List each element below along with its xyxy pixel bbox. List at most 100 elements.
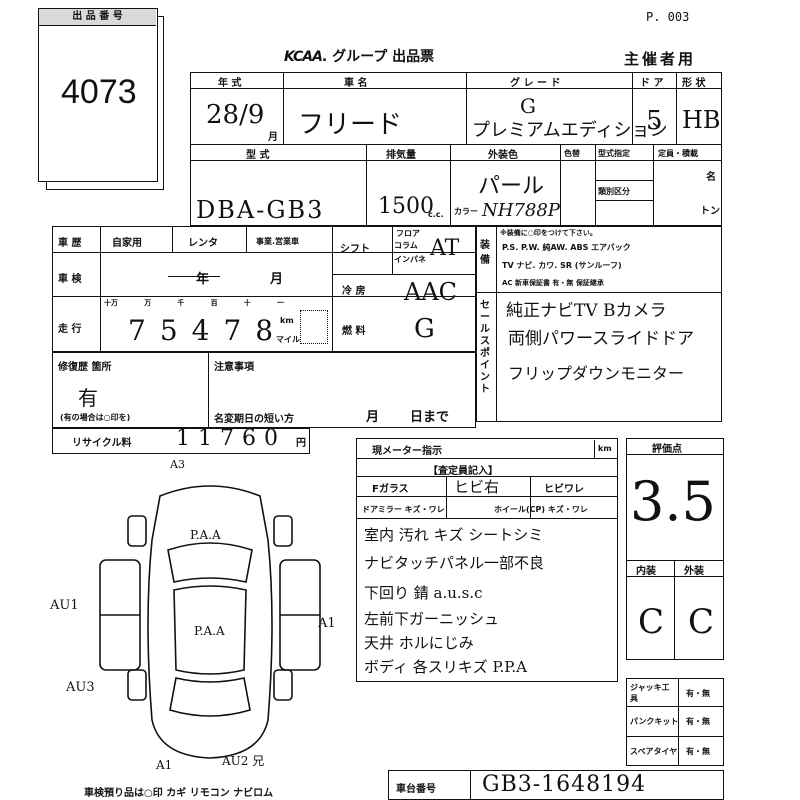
color-header: 外装色: [488, 150, 518, 161]
meter-unit: km: [598, 444, 612, 453]
shift-opt-floor: フロア: [396, 229, 420, 238]
color-code-label: カラー: [454, 207, 478, 216]
door-mirror-label: ドアミラー キズ・ワレ: [362, 505, 445, 514]
form-title: KCAA. グループ 出品票: [284, 49, 435, 65]
logo: KCAA: [284, 49, 323, 65]
page-number: P. 003: [646, 10, 690, 24]
scale-1k: 千: [177, 299, 185, 307]
car-diagram: [99, 485, 321, 759]
name-header: 車 名: [344, 78, 368, 89]
name-change-month: 月: [366, 410, 380, 425]
scale-100k: 十万: [104, 299, 118, 307]
inspector-note-4: 左前下ガーニッシュ: [364, 610, 500, 628]
displacement-header: 排気量: [386, 150, 416, 161]
grade-line2: プレミアムエディション: [472, 120, 668, 141]
title-suffix: グループ 出品票: [332, 49, 435, 65]
interior-label: 内装: [636, 566, 656, 577]
mark-au3-left: AU3: [66, 680, 95, 695]
color-code-value: NH788P: [482, 200, 560, 221]
wheel-rr: [273, 669, 293, 701]
shift-opt-column: コラム: [394, 241, 418, 250]
accessory-jack-label: ジャッキ工具: [630, 683, 670, 703]
equipment-label: 装備: [480, 240, 490, 266]
name-value: フリード: [298, 110, 403, 140]
inspector-note-1: 室内 汚れ キズ シートシミ: [364, 526, 544, 544]
ac-label: 冷 房: [342, 286, 366, 297]
mark-a3-top: A3: [170, 458, 185, 471]
selling-point-3: フリップダウンモニター: [508, 364, 685, 383]
ac-value: AAC: [404, 278, 458, 306]
mileage-unit-mile: マイル: [276, 335, 300, 344]
glass-label: Fガラス: [372, 484, 409, 495]
equipment-line3: AC 新車保証書 有・無 保証継承: [502, 279, 604, 287]
meter-label: 現メーター指示: [372, 446, 442, 457]
repair-label: 修復歴 箇所: [58, 362, 112, 373]
usage-commercial: 事業.営業車: [256, 237, 300, 246]
mileage-check-box: [300, 310, 328, 344]
diagram-footer: 車検預り品は○印 カギ リモコン ナビロム: [84, 788, 274, 799]
recycle-amount: 11760: [176, 426, 286, 451]
inspector-note-5: 天井 ホルにじみ: [364, 634, 474, 652]
score-label: 評価点: [652, 444, 682, 455]
scale-100: 百: [210, 299, 218, 307]
color-value: パール: [478, 174, 545, 199]
accessory-punkkit-label: パンクキット: [630, 717, 679, 726]
chassis-label: 車台番号: [396, 784, 436, 795]
selling-point-2: 両側パワースライドドア: [508, 329, 695, 349]
lot-label: 出 品 番 号: [39, 9, 156, 26]
inspection-month-unit: 月: [270, 272, 284, 287]
lot-card: 出 品 番 号 4073: [38, 8, 158, 182]
wheel-label: ホイール(CP) キズ・ワレ: [494, 505, 588, 514]
chassis-value: GB3-1648194: [482, 772, 647, 797]
year-unit: 月: [268, 132, 278, 143]
accessory-spare-value: 有・無: [686, 747, 710, 756]
displacement-value: 1500: [378, 194, 434, 219]
name-change-label: 名変期日の短い方: [214, 414, 294, 425]
mileage-value: 75478: [128, 314, 288, 347]
mark-au1-left: AU1: [50, 598, 79, 613]
inspection-strike: [168, 276, 220, 277]
year-value: 28/9: [206, 100, 265, 130]
lot-number: 4073: [61, 73, 137, 111]
interior-value: C: [638, 602, 665, 642]
shape-header: 形 状: [682, 78, 706, 89]
selling-point-label: セールスポイント: [480, 300, 490, 395]
mark-au2-bottom: AU2 兄: [222, 754, 265, 768]
repair-value: 有: [78, 386, 98, 410]
capacity-header: 定員・積載: [658, 149, 698, 158]
capacity-unit-persons: 名: [706, 172, 716, 183]
doors-value: 5: [646, 106, 663, 136]
equipment-note: ※装備に○印をつけて下さい。: [500, 229, 597, 237]
shape-value: HB: [682, 106, 721, 134]
usage-label: 車 歴: [58, 238, 82, 249]
exterior-label: 外装: [684, 566, 704, 577]
fuel-value: G: [414, 314, 435, 344]
crack-label: ヒビワレ: [544, 484, 584, 495]
score-value: 3.5: [630, 470, 716, 533]
capacity-unit-tons: トン: [700, 206, 720, 217]
fuel-label: 燃 料: [342, 326, 366, 337]
roof: [173, 585, 247, 675]
mileage-label: 走 行: [58, 324, 82, 335]
mark-paa-roof: P.A.A: [194, 624, 225, 638]
wheel-fl: [127, 515, 147, 547]
model-value: DBA-GB3: [196, 196, 325, 224]
inspector-note-3: 下回り 錆 a.u.s.c: [364, 584, 483, 602]
shift-opt-panel: インパネ: [394, 255, 426, 264]
mark-paa-hood: P.A.A: [190, 528, 221, 542]
inspector-table: [356, 438, 618, 682]
year-header: 年 式: [218, 78, 242, 89]
equipment-line2: TV ナビ. カワ. SR (サンルーフ): [502, 261, 622, 270]
grade-line1: G: [520, 94, 536, 118]
doors-header: ド ア: [640, 78, 664, 89]
glass-value: ヒビ右: [454, 478, 500, 496]
inspection-year-unit: 年: [196, 272, 210, 287]
usage-table: [52, 226, 476, 352]
recycle-label: リサイクル料: [72, 438, 132, 449]
recycle-box: [52, 428, 310, 454]
scale-10: 十: [243, 299, 251, 307]
wheel-rl: [127, 669, 147, 701]
class-header: 類別区分: [598, 187, 630, 196]
designation-header: 型式指定: [598, 149, 630, 158]
accessories-table: [626, 678, 724, 766]
